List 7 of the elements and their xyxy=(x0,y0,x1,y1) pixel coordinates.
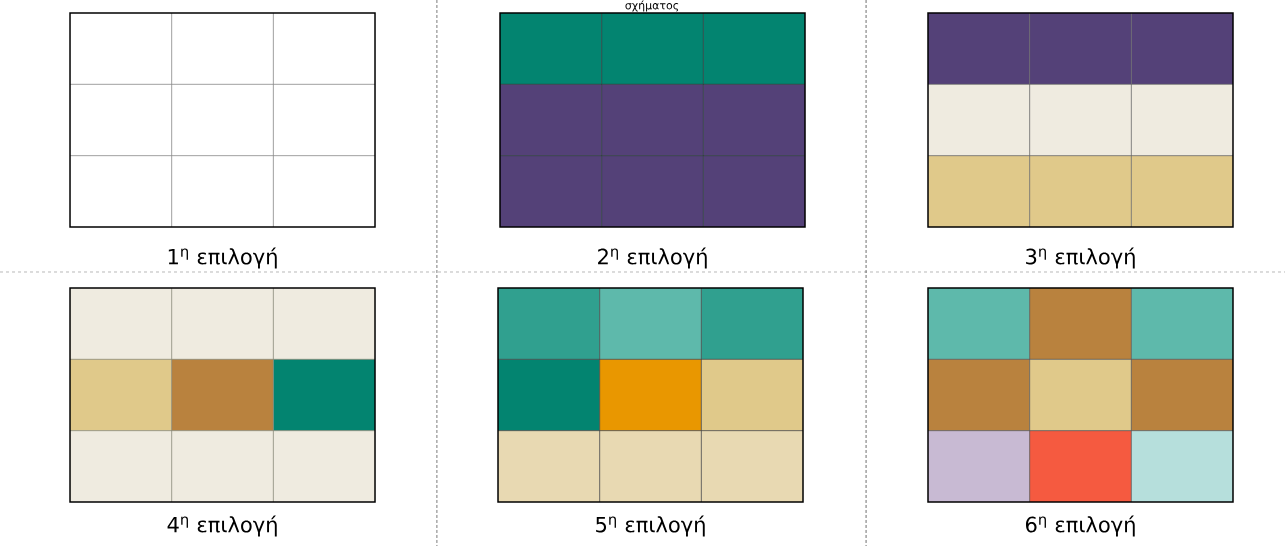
caption-text: 2$^{η}$ επιλογή xyxy=(598,247,707,269)
caption-text: 4$^{η}$ επιλογή xyxy=(167,515,277,537)
heading-text: σχήματος xyxy=(625,0,679,12)
caption-text: 3$^{η}$ επιλογή xyxy=(1026,247,1135,269)
caption-text: 6$^{η}$ επιλογή xyxy=(1026,515,1135,537)
caption-text: 5$^{η}$ επιλογή xyxy=(596,515,705,537)
caption-text: 1$^{η}$ επιλογή xyxy=(168,247,277,269)
